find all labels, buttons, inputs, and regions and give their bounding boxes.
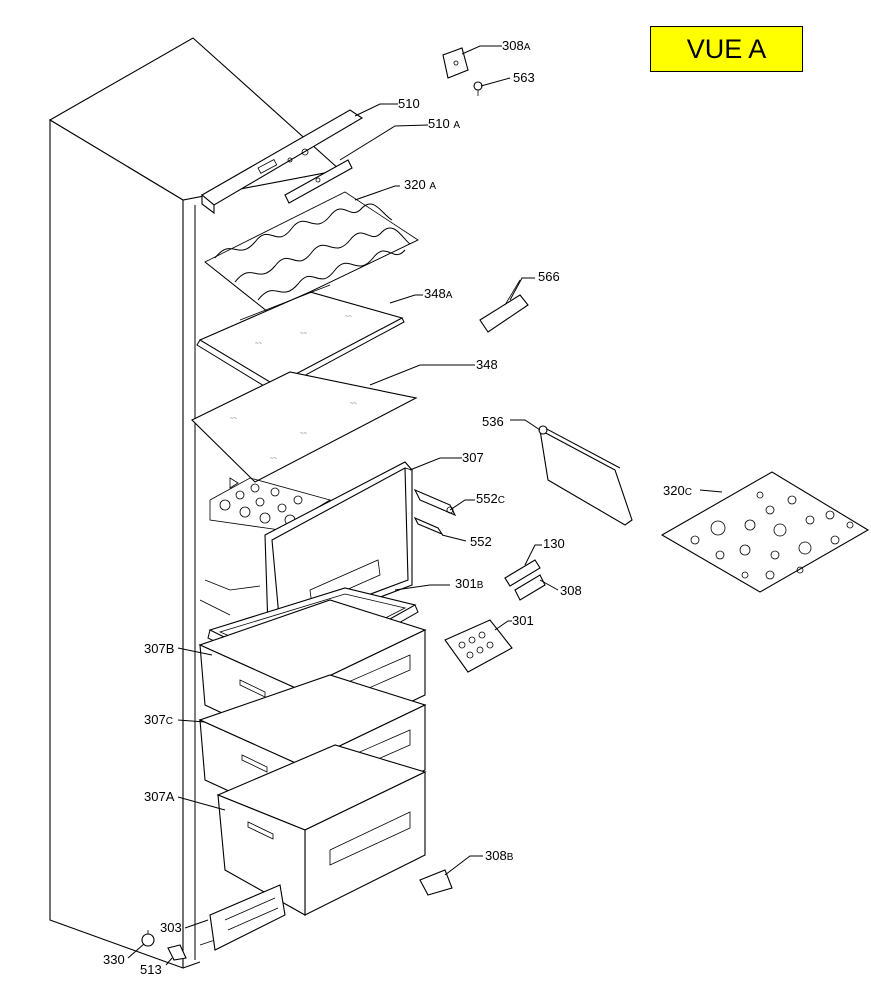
panel-510a bbox=[284, 159, 353, 204]
label-part: ~~ bbox=[300, 331, 308, 337]
label-320a: 320 A bbox=[404, 177, 436, 192]
hinge-308 bbox=[514, 574, 546, 601]
label-307: 307 bbox=[462, 450, 484, 465]
label-part: 510 bbox=[428, 116, 450, 131]
label-320c: 320C bbox=[663, 483, 692, 498]
label-510a: 510 A bbox=[428, 116, 460, 131]
label-part: 566 bbox=[538, 269, 560, 284]
label-part: 308 bbox=[502, 38, 524, 53]
mat-holes bbox=[690, 491, 854, 580]
label-part: 510 bbox=[398, 96, 420, 111]
label-part: 307 bbox=[462, 450, 484, 465]
label-308a: 308A bbox=[502, 38, 531, 53]
label-part: A bbox=[453, 120, 460, 131]
label-part: 307 bbox=[144, 789, 166, 804]
glass-shelf-348: ~~ ~~ ~~ ~~ bbox=[191, 371, 418, 483]
flap-door-307 bbox=[264, 461, 413, 636]
label-part: 320 bbox=[663, 483, 685, 498]
base-grille-303 bbox=[209, 884, 286, 951]
label-part: C bbox=[685, 487, 692, 498]
label-part: 303 bbox=[160, 920, 182, 935]
label-part: 348 bbox=[424, 286, 446, 301]
label-part: 301 bbox=[512, 613, 534, 628]
ice-tray-301 bbox=[444, 619, 513, 673]
foot-330 bbox=[141, 930, 155, 947]
label-part: ~~ bbox=[230, 416, 238, 422]
label-563: 563 bbox=[513, 70, 535, 85]
label-513: 513 bbox=[140, 962, 162, 977]
label-552c: 552C bbox=[476, 491, 505, 506]
label-301: 301 bbox=[512, 613, 534, 628]
label-part: 552 bbox=[476, 491, 498, 506]
label-part: A bbox=[429, 181, 436, 192]
label-part: C bbox=[166, 716, 173, 727]
label-part: ~~ bbox=[350, 401, 358, 407]
label-part: A bbox=[446, 290, 453, 301]
label-part: 536 bbox=[482, 414, 504, 429]
view-title-box: VUE A bbox=[650, 26, 803, 72]
label-348: 348 bbox=[476, 357, 498, 372]
label-part: 320 bbox=[404, 177, 426, 192]
label-part: 552 bbox=[470, 534, 492, 549]
label-303: 303 bbox=[160, 920, 182, 935]
label-330: 330 bbox=[103, 952, 125, 967]
hinge-513 bbox=[167, 944, 187, 961]
label-552: 552 bbox=[470, 534, 492, 549]
label-part: ~~ bbox=[300, 431, 308, 437]
label-part: 130 bbox=[543, 536, 565, 551]
label-510: 510 bbox=[398, 96, 420, 111]
label-part: ~~ bbox=[255, 341, 263, 347]
label-308: 308 bbox=[560, 583, 582, 598]
label-part: C bbox=[498, 495, 505, 506]
label-301b: 301B bbox=[455, 576, 484, 591]
label-part: 307 bbox=[144, 641, 166, 656]
hinge-552c bbox=[413, 488, 457, 517]
label-part: 307 bbox=[144, 712, 166, 727]
label-348a: 348A bbox=[424, 286, 453, 301]
label-part: A bbox=[166, 789, 175, 804]
label-307c: 307C bbox=[144, 712, 173, 727]
label-307b: 307B bbox=[144, 641, 174, 656]
part-labels: 308A 563 510 510 A 320 A 566 348A 348 53… bbox=[103, 38, 692, 977]
label-part: B bbox=[166, 641, 175, 656]
hinge-130 bbox=[504, 559, 541, 587]
label-part: 330 bbox=[103, 952, 125, 967]
label-part: A bbox=[524, 42, 531, 53]
label-307a: 307A bbox=[144, 789, 175, 804]
label-part: ~~ bbox=[345, 314, 353, 320]
leader-lines bbox=[127, 45, 723, 966]
label-part: 348 bbox=[476, 357, 498, 372]
label-130: 130 bbox=[543, 536, 565, 551]
drawer-307a bbox=[216, 744, 427, 916]
label-part: B bbox=[507, 852, 514, 863]
label-part: 513 bbox=[140, 962, 162, 977]
label-part: ~~ bbox=[270, 456, 278, 462]
label-part: 308 bbox=[485, 848, 507, 863]
screw-563 bbox=[473, 81, 483, 96]
clip-566 bbox=[479, 279, 529, 333]
label-part: 563 bbox=[513, 70, 535, 85]
bracket-308a bbox=[442, 47, 469, 79]
bottle-rack-320a bbox=[204, 191, 419, 313]
door-bin-536 bbox=[538, 425, 633, 526]
label-536: 536 bbox=[482, 414, 504, 429]
control-panel-510 bbox=[201, 109, 364, 215]
label-part: 308 bbox=[560, 583, 582, 598]
mat-320c bbox=[660, 471, 870, 593]
view-title: VUE A bbox=[686, 33, 767, 64]
label-part: 301 bbox=[455, 576, 477, 591]
bracket-308b bbox=[419, 869, 453, 896]
label-308b: 308B bbox=[485, 848, 514, 863]
hinge-552 bbox=[413, 516, 444, 536]
label-566: 566 bbox=[538, 269, 560, 284]
label-part: B bbox=[477, 580, 484, 591]
